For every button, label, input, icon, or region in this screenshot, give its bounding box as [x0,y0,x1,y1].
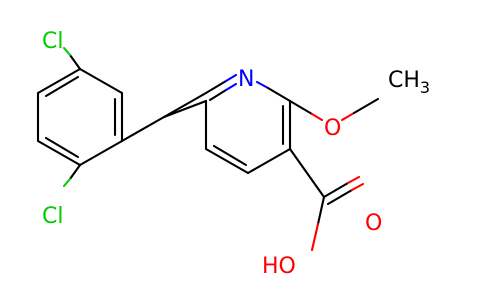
atom-o-carbonyl: O [365,211,382,236]
atom-ch3-base: CH [388,68,420,93]
atom-cl-bottom: Cl [42,204,63,229]
bond-ccl-top [68,53,82,71]
atom-o-methoxy: O [324,116,341,141]
bond-c-o-double-2 [326,188,354,206]
bond-py-n-c2 [266,86,292,103]
atom-cl-top: Cl [42,29,63,54]
bond-c-oh-o [310,222,320,252]
atom-ch3: CH3 [388,68,430,97]
bond-phenyl-4-inner [44,136,80,159]
bond-py-c6-n-inner [208,88,228,102]
atom-ch3-subscript: 3 [420,78,430,97]
bond-phenyl-4 [36,139,82,167]
bond-py-c6-n-n [224,73,238,83]
bond-phenyl-6-inner [44,75,80,98]
bond-py-c4-c5-inner [212,144,248,167]
bond-phenyl-6 [36,67,82,95]
bond-o-ch3 [352,97,380,115]
bond-c-o-double-2-o [350,182,365,192]
atom-oh: HO [262,254,296,279]
bond-phenyl-1 [78,67,124,95]
bond-py-c5-c6 [162,91,208,119]
bond-py-c3-c4 [246,147,292,175]
bond-biaryl [120,115,166,143]
bond-py-n-c2-n [255,80,270,90]
bond-c-oh [316,195,326,226]
atom-n: N [238,67,254,92]
bond-o-ch3-o [340,111,356,122]
bond-py-c6-n [204,79,228,95]
bond-py-c4-c5 [204,147,250,175]
bond-c-o-double [322,181,350,199]
bond-c3-cooh [288,147,326,199]
bond-py-link [162,99,208,119]
bond-ccl-bottom [68,163,82,181]
bond-ccl-top-cl [62,46,72,57]
bond-c2-o [288,99,314,116]
bond-py-c6-n-inner-n [224,82,238,92]
bond-c-o-double-o [346,175,361,185]
bond-c2-o-o [310,112,324,122]
bond-phenyl-3 [78,139,124,167]
bond-ccl-bottom-cl [62,177,72,188]
